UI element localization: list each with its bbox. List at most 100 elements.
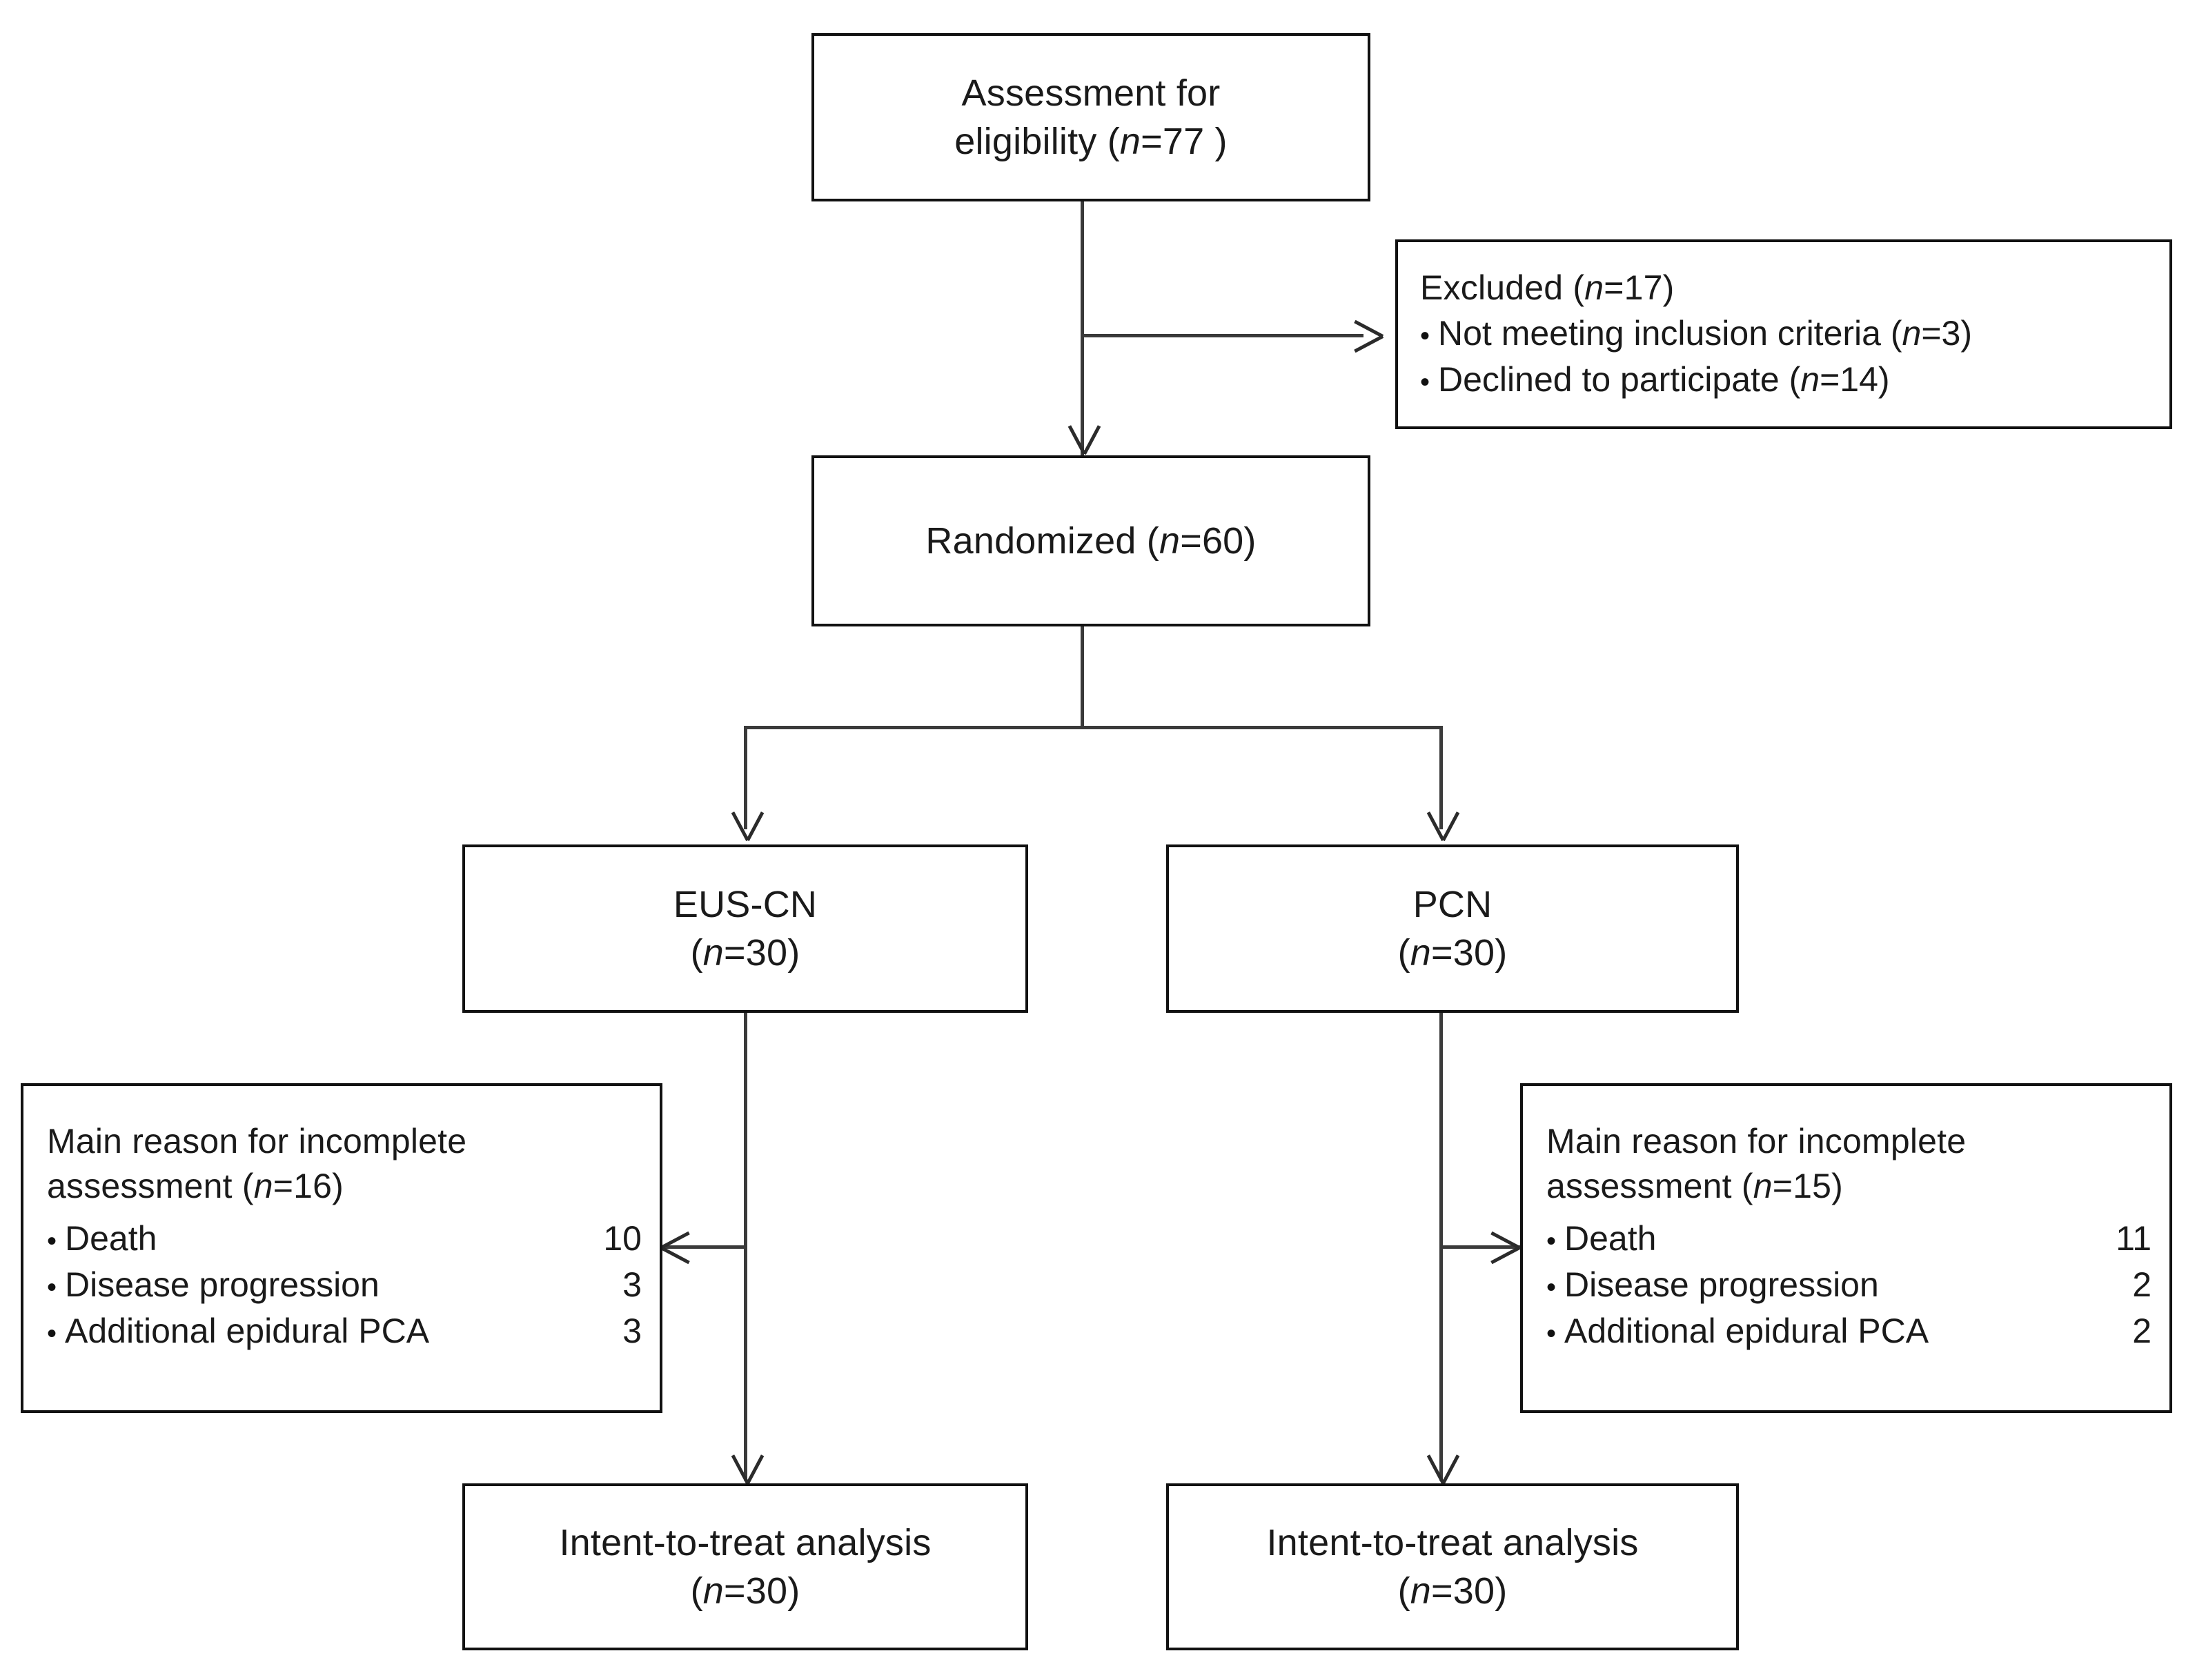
incomplete-right-item-3-label: Additional epidural PCA	[1564, 1312, 1929, 1350]
box-excluded: Excluded (n=17) • Not meeting inclusion …	[1395, 239, 2172, 429]
excluded-title-italic-n: n	[1584, 268, 1604, 307]
box-arm-pcn: PCN (n=30)	[1166, 844, 1739, 1013]
excluded-item-2: • Declined to participate (n=14)	[1420, 357, 1890, 403]
excluded-item-2-label: Declined to participate (n=14)	[1438, 357, 1890, 403]
itt-right-line-2-pre: (	[1397, 1570, 1410, 1612]
box-assessment-for-eligibility: Assessment for eligibility (n=77 )	[811, 33, 1370, 201]
incomplete-left-line-2: assessment (n=16)	[47, 1164, 344, 1209]
incomplete-left-item-1-label: Death	[65, 1219, 157, 1258]
excluded-item-2-text: Declined to participate (	[1438, 360, 1801, 399]
box-itt-right: Intent-to-treat analysis (n=30)	[1166, 1483, 1739, 1650]
connector-arm-left-to-itt	[744, 1011, 747, 1481]
excluded-item-1-italic-n: n	[1902, 314, 1922, 353]
arm-right-count-italic-n: n	[1410, 932, 1432, 974]
connector-randomized-trunk	[1081, 625, 1084, 729]
connector-arm-left-to-incomplete	[664, 1245, 745, 1249]
excluded-title-post: =17)	[1604, 268, 1675, 307]
incomplete-left-item-3-label: Additional epidural PCA	[65, 1312, 430, 1350]
incomplete-right-item-2-value: 2	[2132, 1265, 2151, 1304]
incomplete-left-line-2-italic-n: n	[253, 1167, 273, 1205]
incomplete-right-item-2: • Disease progression 2	[1546, 1262, 2151, 1308]
itt-left-line-1: Intent-to-treat analysis	[559, 1521, 932, 1563]
incomplete-left-line-2-pre: assessment (	[47, 1167, 254, 1205]
bullet-icon: •	[1546, 1318, 1557, 1349]
incomplete-right-line-2-italic-n: n	[1753, 1167, 1773, 1205]
arrowhead-itt-left	[730, 1452, 762, 1483]
assessment-line-2-post: =77 )	[1141, 121, 1228, 162]
incomplete-left-item-3-value: 3	[622, 1312, 642, 1350]
arm-left-count: (n=30)	[691, 929, 800, 977]
arm-right-count: (n=30)	[1398, 929, 1508, 977]
randomized-label: Randomized (n=60)	[925, 517, 1256, 565]
arrowhead-arm-left	[730, 809, 762, 840]
connector-assessment-to-excluded	[1081, 334, 1363, 337]
assessment-line-2: eligibility (n=77 )	[954, 117, 1228, 166]
incomplete-left-item-2: • Disease progression 3	[47, 1262, 642, 1308]
arrowhead-incomplete-left	[661, 1230, 693, 1262]
incomplete-right-line-2-pre: assessment (	[1546, 1167, 1753, 1205]
excluded-item-1: • Not meeting inclusion criteria (n=3)	[1420, 310, 1972, 357]
incomplete-left-item-1: • Death 10	[47, 1216, 642, 1262]
itt-right-line-2-italic-n: n	[1410, 1570, 1432, 1612]
arrowhead-itt-right	[1426, 1452, 1457, 1483]
itt-left-line-2-italic-n: n	[702, 1570, 725, 1612]
bullet-icon: •	[47, 1318, 57, 1349]
incomplete-left-item-3: • Additional epidural PCA 3	[47, 1308, 642, 1354]
itt-right-line-1: Intent-to-treat analysis	[1266, 1521, 1639, 1563]
bullet-icon: •	[1420, 367, 1430, 397]
connector-assessment-to-randomized	[1081, 200, 1084, 455]
arm-right-title: PCN	[1412, 883, 1493, 925]
excluded-item-1-post: =3)	[1921, 314, 1972, 353]
connector-split-left	[744, 726, 747, 829]
connector-arm-right-to-incomplete	[1439, 1245, 1521, 1249]
incomplete-left-item-1-value: 10	[603, 1219, 642, 1258]
connector-randomized-split	[744, 726, 1442, 729]
bullet-icon: •	[47, 1272, 57, 1303]
incomplete-right-item-1: • Death 11	[1546, 1216, 2151, 1262]
arrowhead-incomplete-right	[1488, 1230, 1519, 1262]
excluded-title: Excluded (n=17)	[1420, 266, 1675, 310]
connector-split-right	[1439, 726, 1443, 829]
bullet-icon: •	[47, 1226, 57, 1256]
randomized-post: =60)	[1180, 520, 1257, 562]
arm-left-title: EUS-CN	[673, 883, 818, 925]
arm-left-count-italic-n: n	[702, 932, 725, 974]
incomplete-right-item-1-value: 11	[2116, 1219, 2151, 1258]
itt-right-line-2: (n=30)	[1398, 1567, 1508, 1615]
incomplete-right-line-2: assessment (n=15)	[1546, 1164, 1843, 1209]
excluded-item-2-italic-n: n	[1800, 360, 1820, 399]
box-incomplete-assessment-right: Main reason for incomplete assessment (n…	[1520, 1083, 2172, 1413]
bullet-icon: •	[1546, 1272, 1557, 1303]
incomplete-right-item-2-label: Disease progression	[1564, 1265, 1879, 1304]
box-randomized: Randomized (n=60)	[811, 455, 1370, 626]
incomplete-left-item-2-value: 3	[622, 1265, 642, 1304]
bullet-icon: •	[1546, 1226, 1557, 1256]
excluded-title-pre: Excluded (	[1420, 268, 1585, 307]
arrowhead-excluded	[1351, 319, 1383, 350]
arm-left-count-pre: (	[690, 932, 703, 974]
randomized-italic-n: n	[1159, 520, 1181, 562]
itt-left-line-2: (n=30)	[691, 1567, 800, 1615]
incomplete-right-line-2-post: =15)	[1772, 1167, 1843, 1205]
box-itt-left: Intent-to-treat analysis (n=30)	[462, 1483, 1028, 1650]
incomplete-left-item-2-label: Disease progression	[65, 1265, 380, 1304]
arm-right-count-pre: (	[1397, 932, 1410, 974]
bullet-icon: •	[1420, 321, 1430, 351]
arm-right-count-post: =30)	[1431, 932, 1508, 974]
arrowhead-arm-right	[1426, 809, 1457, 840]
incomplete-right-item-3: • Additional epidural PCA 2	[1546, 1308, 2151, 1354]
arm-left-count-post: =30)	[724, 932, 800, 974]
randomized-pre: Randomized (	[925, 520, 1159, 562]
itt-right-line-2-post: =30)	[1431, 1570, 1508, 1612]
itt-left-line-2-pre: (	[690, 1570, 703, 1612]
incomplete-right-item-3-value: 2	[2132, 1312, 2151, 1350]
assessment-line-1: Assessment for	[961, 72, 1221, 114]
excluded-item-1-text: Not meeting inclusion criteria (	[1438, 314, 1902, 353]
itt-left-line-2-post: =30)	[724, 1570, 800, 1612]
incomplete-right-line-1: Main reason for incomplete	[1546, 1122, 1967, 1160]
assessment-line-2-italic-n: n	[1119, 121, 1141, 162]
arrowhead-randomized	[1067, 422, 1099, 454]
incomplete-left-line-1: Main reason for incomplete	[47, 1122, 467, 1160]
excluded-item-2-post: =14)	[1820, 360, 1890, 399]
incomplete-right-item-1-label: Death	[1564, 1219, 1657, 1258]
